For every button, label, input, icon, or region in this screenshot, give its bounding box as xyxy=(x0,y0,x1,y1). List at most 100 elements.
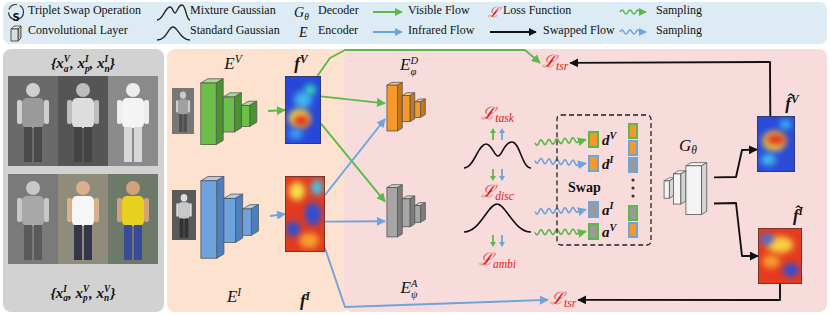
flow-arrow xyxy=(317,50,540,76)
feature-map: f̂I xyxy=(758,228,802,284)
label-holder: ℒtask xyxy=(481,104,514,126)
node-label: EψA xyxy=(401,278,418,297)
dec-shape-part xyxy=(702,163,707,215)
subscript: ambi xyxy=(493,258,516,271)
node-label: Swap xyxy=(568,180,601,195)
enc-shape-part xyxy=(216,79,223,145)
flow-arrow xyxy=(268,110,285,111)
encoder: EψA xyxy=(385,182,433,238)
enc-shape-part xyxy=(241,105,249,126)
legend-icons-part xyxy=(373,31,402,33)
subscript: θ xyxy=(691,145,697,158)
loss-term: ℒtsr xyxy=(548,289,578,311)
label-holder: EI xyxy=(227,286,241,307)
legend-icons-part xyxy=(11,29,18,41)
node-label: {xaI, xpV, xnV} xyxy=(50,285,115,301)
legend-item: Infrared Flow xyxy=(408,24,474,38)
sub-sup: aV xyxy=(64,55,70,75)
person-images-part xyxy=(58,174,108,264)
swap-shape-part xyxy=(629,223,637,237)
legend-icons-part xyxy=(373,11,402,13)
heat-shape-part xyxy=(285,176,324,251)
legend-text: Loss Function xyxy=(503,4,571,18)
subscript: θ xyxy=(304,12,309,22)
heat-shape-part xyxy=(305,84,316,95)
legend-bar xyxy=(3,2,827,44)
person-images-part xyxy=(172,190,196,240)
node-label: {xaV, xpI, xnI} xyxy=(51,55,115,71)
enc-shape-part xyxy=(421,203,426,223)
symbol-label: S xyxy=(9,7,23,25)
std-shape xyxy=(460,196,535,248)
legend-text: Decoder xyxy=(318,4,359,18)
feature-bar xyxy=(588,131,599,148)
encoder: EφD xyxy=(385,80,433,132)
mix-shape-part xyxy=(499,128,505,133)
swap-shape-part xyxy=(557,115,651,245)
sub-sup: φD xyxy=(410,55,418,77)
node-label: f̂V xyxy=(785,94,798,113)
subscript: a xyxy=(64,65,70,75)
swap-box: SwapdVdIaIaV xyxy=(556,114,652,246)
feature-code: dI xyxy=(586,154,615,173)
person-images-part xyxy=(108,174,158,264)
enc-shape-part xyxy=(224,198,236,242)
superscript: I xyxy=(306,290,311,303)
superscript: V xyxy=(104,285,110,295)
enc-shape-part xyxy=(387,85,398,131)
dec-shape xyxy=(662,160,714,218)
legend-item: Decoder xyxy=(318,4,359,18)
heat-shape-part xyxy=(758,228,802,284)
legend-text: Sampling xyxy=(656,4,702,18)
heat-shape-part xyxy=(757,116,795,172)
legend-text: Swapped Flow xyxy=(543,24,615,38)
heat-shape-part xyxy=(766,134,786,145)
heat-shape-part xyxy=(289,182,305,200)
person-images-part xyxy=(8,76,58,166)
heat-shape-part xyxy=(305,203,321,226)
enc-shape-part xyxy=(415,102,421,118)
mix-shape-part xyxy=(464,142,531,168)
swap-shape-part xyxy=(629,206,637,220)
label-holder: Gθ xyxy=(679,136,697,158)
legend-item: Sampling xyxy=(656,4,702,18)
heat-shape-part xyxy=(286,222,300,237)
subscript: a xyxy=(63,294,68,304)
symbol-text: ℒ xyxy=(488,5,500,20)
label-holder: EV xyxy=(224,53,241,74)
std-shape-part xyxy=(464,204,531,232)
superscript: V xyxy=(64,55,70,65)
sampling-arrow xyxy=(535,207,586,214)
feature-bar xyxy=(588,201,599,218)
heat-shape-part xyxy=(757,116,794,171)
enc-shape xyxy=(385,182,433,238)
heat-shape xyxy=(757,116,795,172)
heat-shape xyxy=(285,76,321,144)
enc-shape-part xyxy=(251,205,258,236)
mix-shape-part xyxy=(492,132,494,140)
flow-arrow xyxy=(570,62,770,116)
mix-shape-part xyxy=(499,176,505,181)
superscript: I xyxy=(105,55,110,65)
enc-shape-part xyxy=(402,199,410,227)
heat-shape-part xyxy=(289,128,303,139)
enc-shape-part xyxy=(223,97,234,132)
superscript: V xyxy=(83,285,89,295)
enc-shape-part xyxy=(234,93,241,132)
legend-item: Standard Gaussian xyxy=(190,24,280,38)
enc-shape-part xyxy=(243,209,252,235)
flow-arrow xyxy=(578,284,780,300)
node-label: Gθ xyxy=(679,136,697,155)
subscript: p xyxy=(83,294,89,304)
sub-sup: nV xyxy=(104,285,110,305)
mix-shape xyxy=(460,126,535,182)
sampling-arrow xyxy=(535,138,586,146)
legend-item: Encoder xyxy=(318,24,358,38)
heat-shape-part xyxy=(760,234,773,245)
std-shape-part xyxy=(501,235,503,243)
subscript: p xyxy=(85,65,90,75)
label-holder: {xaI, xpV, xnV} xyxy=(50,284,115,304)
legend-item: Mixture Gaussian xyxy=(190,4,276,18)
